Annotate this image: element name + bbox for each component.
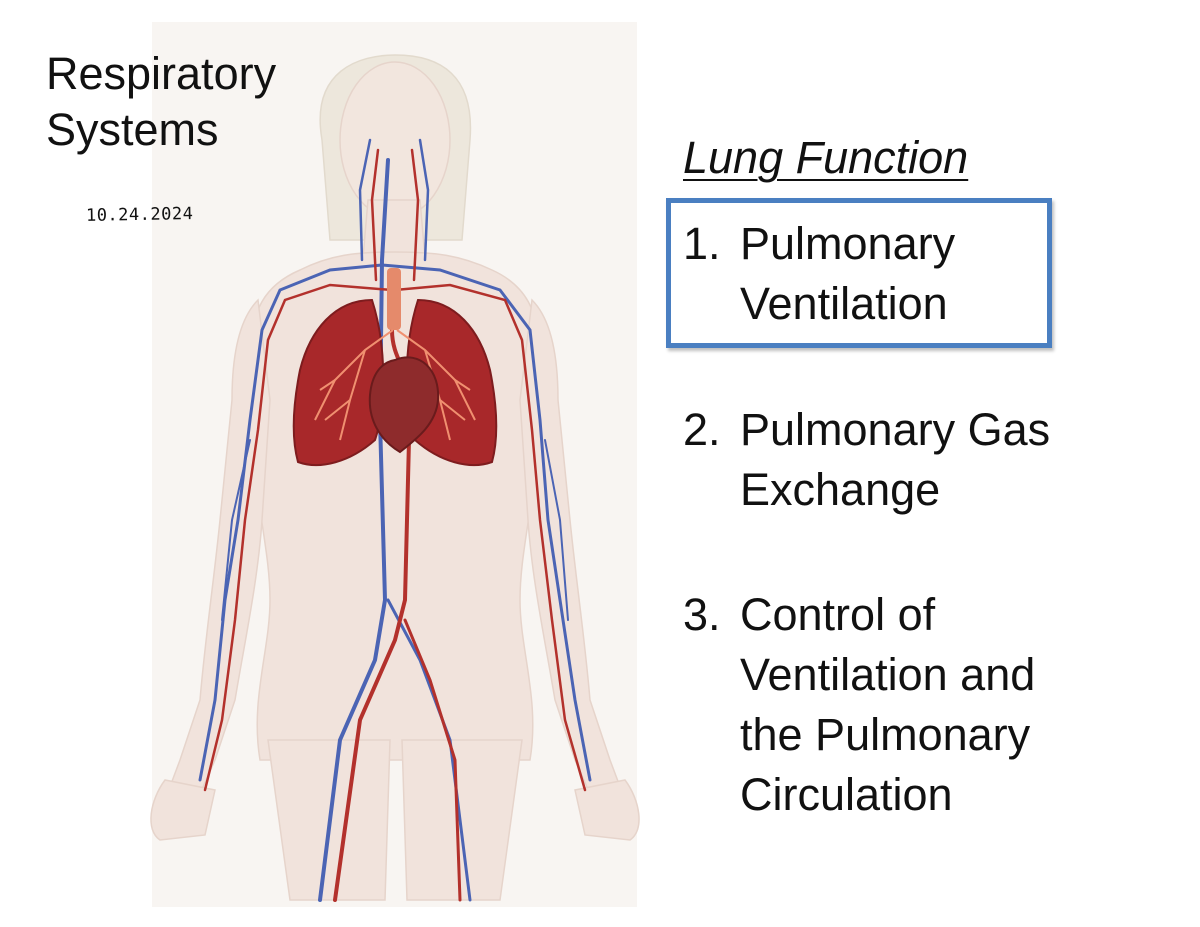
list-item-text: Pulmonary Ventilation bbox=[740, 214, 955, 334]
body-silhouette bbox=[150, 54, 640, 901]
highlight-box bbox=[666, 198, 1052, 348]
list-item-number: 3. bbox=[683, 589, 721, 640]
title-line-2: Systems bbox=[46, 104, 219, 155]
slide-title: Respiratory Systems bbox=[46, 46, 276, 158]
list-item-line: Circulation bbox=[740, 769, 953, 820]
list-item-line: Exchange bbox=[740, 464, 941, 515]
list-item-line: Ventilation and bbox=[740, 649, 1036, 700]
list-item-number: 2. bbox=[683, 404, 721, 455]
list-item-line: Pulmonary Gas bbox=[740, 404, 1051, 455]
list-item-line: Control of bbox=[740, 589, 936, 640]
list-item: 2. Pulmonary Gas Exchange bbox=[683, 400, 1050, 520]
handwritten-date: 10.24.2024 bbox=[85, 204, 194, 226]
list-item-line: the Pulmonary bbox=[740, 709, 1031, 760]
list-item-line: Pulmonary bbox=[740, 218, 956, 269]
trachea bbox=[387, 268, 401, 330]
list-item-number: 1. bbox=[683, 218, 721, 269]
list-item: 1. Pulmonary Ventilation bbox=[683, 214, 955, 334]
list-item-line: Ventilation bbox=[740, 278, 948, 329]
list-item-text: Pulmonary Gas Exchange bbox=[740, 400, 1050, 520]
list-item-text: Control of Ventilation and the Pulmonary… bbox=[740, 585, 1035, 825]
heart bbox=[368, 356, 440, 454]
lung-function-heading: Lung Function bbox=[683, 132, 969, 183]
title-line-1: Respiratory bbox=[46, 48, 277, 99]
list-item: 3. Control of Ventilation and the Pulmon… bbox=[683, 585, 1035, 825]
